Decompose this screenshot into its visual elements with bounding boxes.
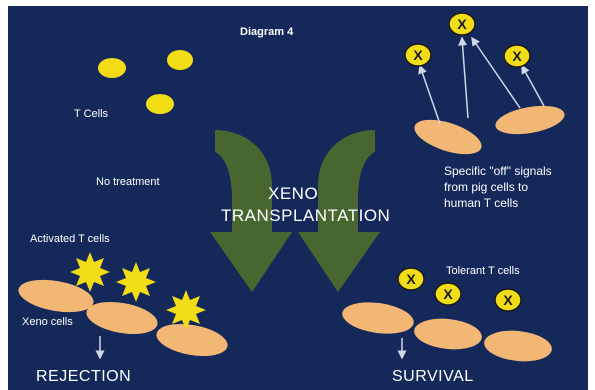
rejection-label: REJECTION <box>36 368 131 386</box>
t-cell <box>167 50 193 70</box>
survival-label: SURVIVAL <box>392 368 474 386</box>
x-t-cell: X <box>405 44 431 66</box>
x-marker: X <box>457 16 467 32</box>
signal-arrow <box>420 66 440 124</box>
center-label-line2: TRANSPLANTATION <box>221 206 390 226</box>
diagram-title: Diagram 4 <box>240 26 293 38</box>
xeno-cell <box>483 328 554 365</box>
x-marker: X <box>503 292 513 308</box>
xeno-cell <box>340 298 415 338</box>
signal-arrow <box>522 66 544 106</box>
no-treatment-label: No treatment <box>96 176 160 188</box>
activated-t-cell <box>70 252 110 292</box>
x-t-cell: X <box>449 13 475 35</box>
x-marker: X <box>406 271 416 287</box>
off-signals-line3: human T cells <box>444 196 518 210</box>
off-signals-line1: Specific "off" signals <box>444 164 552 178</box>
activated-t-cell <box>166 290 206 330</box>
x-marker: X <box>443 286 453 302</box>
activated-t-cells-label: Activated T cells <box>30 233 110 245</box>
x-marker: X <box>413 47 423 63</box>
center-label-line1: XENO <box>268 184 318 204</box>
x-t-cell: X <box>435 283 461 305</box>
tolerant-t-cells-label: Tolerant T cells <box>446 265 520 277</box>
xeno-cell <box>154 319 230 361</box>
pig-cell <box>410 113 485 161</box>
x-marker: X <box>512 48 522 64</box>
xeno-cell <box>84 297 160 339</box>
x-t-cell: X <box>495 289 521 311</box>
xeno-cell <box>413 316 484 353</box>
off-signals-line2: from pig cells to <box>444 180 528 194</box>
pig-cell <box>493 101 566 139</box>
t-cell <box>98 58 126 78</box>
xeno-cells-label: Xeno cells <box>22 316 73 328</box>
activated-t-cell <box>116 262 156 302</box>
signal-arrow <box>462 38 468 118</box>
t-cells-label: T Cells <box>74 108 108 120</box>
x-t-cell: X <box>398 268 424 290</box>
t-cell <box>146 94 174 114</box>
x-t-cell: X <box>504 45 530 67</box>
